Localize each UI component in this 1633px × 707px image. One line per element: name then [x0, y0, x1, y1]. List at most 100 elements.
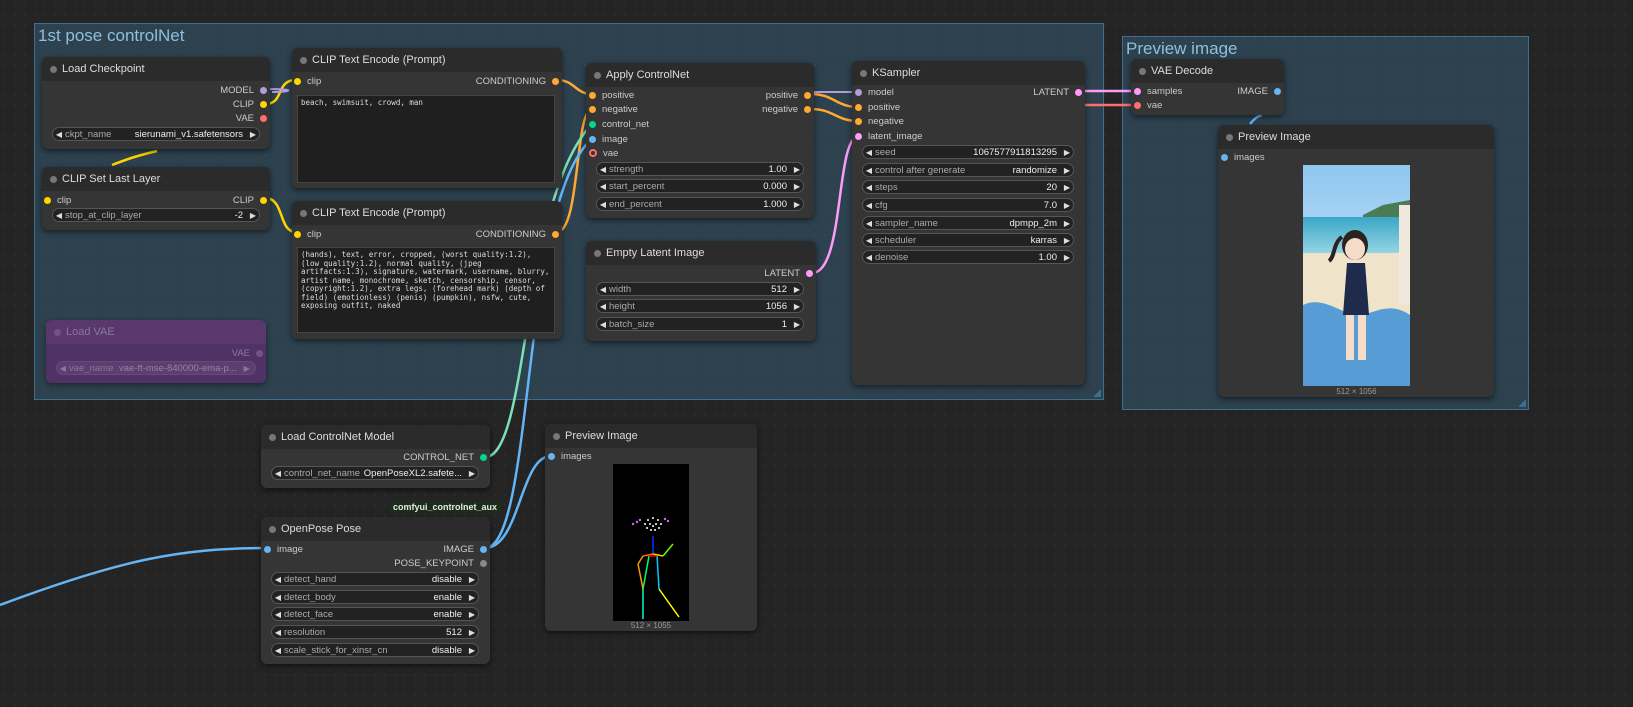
group-resize-handle[interactable] — [1093, 389, 1101, 397]
input-vae[interactable]: vae — [589, 146, 618, 160]
input-port[interactable] — [589, 149, 597, 157]
group-title[interactable]: Preview image — [1126, 39, 1238, 58]
input-model[interactable]: model — [855, 85, 894, 99]
arrow-right-icon[interactable]: ▶ — [793, 284, 801, 294]
input-port[interactable] — [855, 103, 862, 111]
arrow-right-icon[interactable]: ▶ — [468, 645, 476, 655]
node-header[interactable]: VAE Decode — [1131, 59, 1284, 83]
output-port[interactable] — [804, 105, 811, 113]
node-apply-controlnet[interactable]: Apply ControlNet positive negative contr… — [586, 63, 814, 218]
arrow-right-icon[interactable]: ▶ — [1063, 218, 1071, 228]
arrow-right-icon[interactable]: ▶ — [793, 181, 801, 191]
arrow-right-icon[interactable]: ▶ — [468, 468, 476, 478]
arrow-right-icon[interactable]: ▶ — [468, 609, 476, 619]
output-port[interactable] — [1075, 88, 1082, 96]
node-header[interactable]: Load ControlNet Model — [261, 425, 490, 449]
node-header[interactable]: CLIP Text Encode (Prompt) — [292, 48, 562, 72]
node-header[interactable]: Preview Image — [1218, 125, 1494, 149]
arrow-left-icon[interactable]: ◀ — [59, 363, 67, 373]
output-conditioning[interactable]: CONDITIONING — [476, 74, 559, 88]
input-negative[interactable]: negative — [855, 114, 904, 128]
output-port[interactable] — [260, 196, 267, 204]
arrow-left-icon[interactable]: ◀ — [274, 627, 282, 637]
input-port[interactable] — [589, 120, 596, 128]
arrow-left-icon[interactable]: ◀ — [274, 574, 282, 584]
node-clip-set-last-layer[interactable]: CLIP Set Last Layer clip CLIP ◀stop_at_c… — [42, 167, 270, 230]
output-port[interactable] — [480, 545, 487, 553]
arrow-right-icon[interactable]: ▶ — [793, 319, 801, 329]
widget-stop-at-clip-layer[interactable]: ◀stop_at_clip_layer-2▶ — [52, 208, 260, 222]
output-port[interactable] — [260, 86, 267, 94]
output-latent[interactable]: LATENT — [764, 266, 813, 280]
group-title[interactable]: 1st pose controlNet — [38, 26, 185, 45]
arrow-right-icon[interactable]: ▶ — [1063, 147, 1071, 157]
output-control-net[interactable]: CONTROL_NET — [403, 450, 487, 464]
output-clip[interactable]: CLIP — [233, 97, 267, 111]
output-latent[interactable]: LATENT — [1033, 85, 1082, 99]
prompt-textarea[interactable]: beach, swimsuit, crowd, man — [297, 95, 555, 183]
collapse-dot[interactable] — [553, 433, 560, 440]
node-header[interactable]: Load Checkpoint — [42, 57, 270, 81]
output-clip[interactable]: CLIP — [233, 193, 267, 207]
input-port[interactable] — [44, 196, 51, 204]
arrow-left-icon[interactable]: ◀ — [274, 609, 282, 619]
input-latent-image[interactable]: latent_image — [855, 129, 922, 143]
input-port[interactable] — [855, 132, 862, 140]
arrow-left-icon[interactable]: ◀ — [55, 210, 63, 220]
arrow-left-icon[interactable]: ◀ — [599, 199, 607, 209]
input-port[interactable] — [548, 452, 555, 460]
output-pose-keypoint[interactable]: POSE_KEYPOINT — [394, 556, 487, 570]
arrow-left-icon[interactable]: ◀ — [55, 129, 63, 139]
input-positive[interactable]: positive — [855, 100, 900, 114]
arrow-right-icon[interactable]: ▶ — [468, 592, 476, 602]
arrow-left-icon[interactable]: ◀ — [274, 645, 282, 655]
output-port[interactable] — [552, 230, 559, 238]
input-port[interactable] — [589, 105, 596, 113]
arrow-left-icon[interactable]: ◀ — [865, 235, 873, 245]
input-port[interactable] — [589, 91, 596, 99]
collapse-dot[interactable] — [50, 66, 57, 73]
output-image[interactable]: IMAGE — [1237, 84, 1281, 98]
arrow-left-icon[interactable]: ◀ — [865, 165, 873, 175]
arrow-left-icon[interactable]: ◀ — [865, 147, 873, 157]
output-port[interactable] — [256, 349, 263, 357]
arrow-right-icon[interactable]: ▶ — [1063, 200, 1071, 210]
output-image[interactable]: IMAGE — [443, 542, 487, 556]
generated-image[interactable] — [1303, 165, 1410, 386]
collapse-dot[interactable] — [50, 176, 57, 183]
collapse-dot[interactable] — [1226, 134, 1233, 141]
pose-image[interactable] — [613, 464, 689, 621]
input-port[interactable] — [1221, 153, 1228, 161]
node-vae-decode[interactable]: VAE Decode samples vae IMAGE — [1131, 59, 1284, 115]
input-port[interactable] — [294, 230, 301, 238]
arrow-left-icon[interactable]: ◀ — [865, 218, 873, 228]
input-control-net[interactable]: control_net — [589, 117, 649, 131]
input-image[interactable]: image — [264, 542, 303, 556]
node-preview-image-output[interactable]: Preview Image images 512 × 1056 — [1218, 125, 1494, 397]
arrow-right-icon[interactable]: ▶ — [243, 363, 250, 373]
collapse-dot[interactable] — [269, 526, 276, 533]
input-clip[interactable]: clip — [44, 193, 71, 207]
node-header[interactable]: OpenPose Pose — [261, 517, 490, 541]
arrow-left-icon[interactable]: ◀ — [274, 592, 282, 602]
collapse-dot[interactable] — [269, 434, 276, 441]
arrow-right-icon[interactable]: ▶ — [793, 301, 801, 311]
input-port[interactable] — [855, 88, 862, 96]
input-images[interactable]: images — [1221, 150, 1265, 164]
node-header[interactable]: Load VAE — [46, 320, 266, 344]
output-negative[interactable]: negative — [762, 102, 811, 116]
collapse-dot[interactable] — [860, 70, 867, 77]
node-header[interactable]: Preview Image — [545, 424, 757, 448]
